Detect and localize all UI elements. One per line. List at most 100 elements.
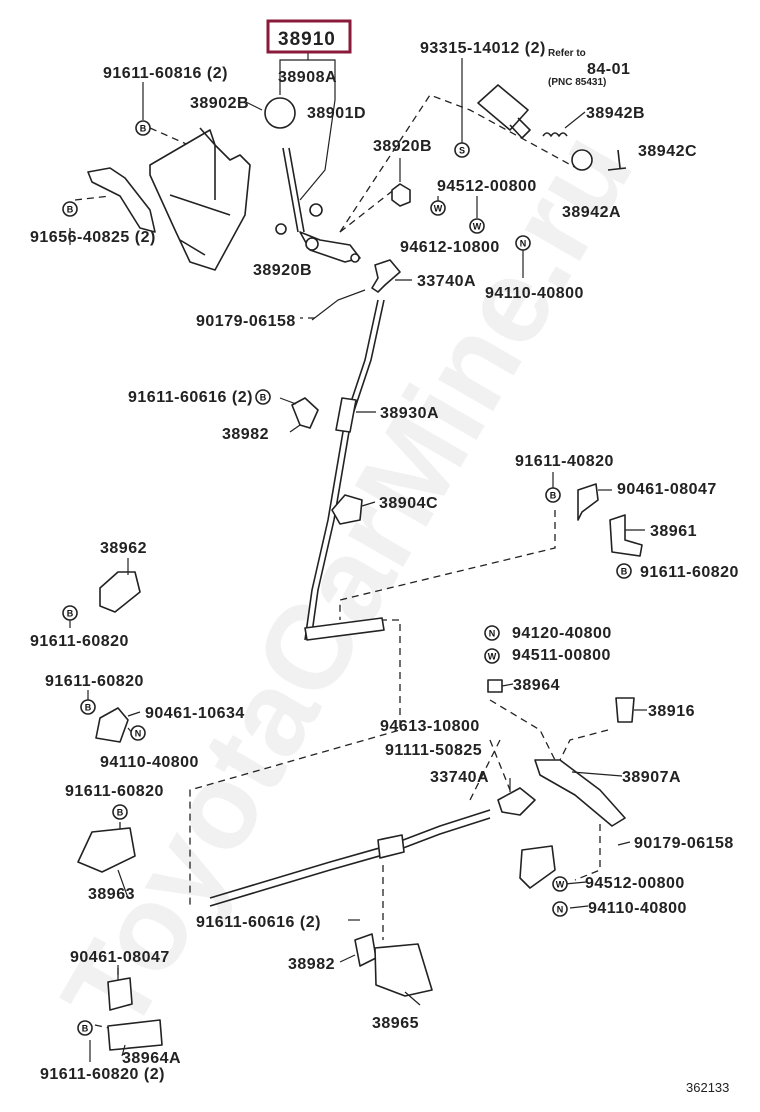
part-label[interactable]: 38964 xyxy=(513,677,560,694)
bolt-symbol-letter: B xyxy=(67,609,74,619)
spring-symbol: S xyxy=(454,142,470,158)
refer-line-2[interactable]: 84-01 xyxy=(587,61,630,78)
part-label[interactable]: 38964A xyxy=(122,1050,181,1067)
part-label[interactable]: 91611-60820 xyxy=(65,783,164,800)
part-label[interactable]: 38901D xyxy=(307,105,366,122)
washer-symbol: W xyxy=(552,876,568,892)
cable-bushing xyxy=(391,183,411,207)
part-label[interactable]: 38942A xyxy=(562,204,621,221)
part-label[interactable]: 90179-06158 xyxy=(634,835,734,852)
part-label[interactable]: 94512-00800 xyxy=(437,178,537,195)
bushing-upper xyxy=(309,203,323,217)
bracket-38961 xyxy=(609,514,643,557)
dash-line xyxy=(339,510,556,620)
part-label[interactable]: 38907A xyxy=(622,769,681,786)
part-label[interactable]: 91611-60820 xyxy=(640,564,739,581)
washer-symbol-letter: W xyxy=(556,880,565,890)
bolt-symbol-letter: B xyxy=(85,703,92,713)
bolt-symbol-letter: B xyxy=(82,1024,89,1034)
part-label[interactable]: 38942B xyxy=(586,105,645,122)
part-label[interactable]: 38920B xyxy=(373,138,432,155)
bolt-symbol-letter: B xyxy=(260,393,267,403)
part-label[interactable]: 94511-00800 xyxy=(512,647,611,664)
part-label[interactable]: 90461-08047 xyxy=(70,949,170,966)
part-label[interactable]: 38961 xyxy=(650,523,697,540)
clip-pin xyxy=(607,149,627,171)
part-label[interactable]: 93315-14012 (2) xyxy=(420,40,546,57)
part-label[interactable]: 91611-60820 xyxy=(45,673,144,690)
part-label[interactable]: 38930A xyxy=(380,405,439,422)
part-label[interactable]: 38916 xyxy=(648,703,695,720)
part-label[interactable]: 94110-40800 xyxy=(588,900,687,917)
washer-symbol-letter: W xyxy=(488,652,497,662)
part-label[interactable]: 90461-10634 xyxy=(145,705,245,722)
nut-symbol-letter: N xyxy=(135,729,142,739)
part-label[interactable]: 94612-10800 xyxy=(400,239,500,256)
nut-symbol: N xyxy=(484,625,500,641)
part-label[interactable]: 94110-40800 xyxy=(100,754,199,771)
leader xyxy=(311,289,366,321)
part-label[interactable]: 38908A xyxy=(278,69,337,86)
bolt-symbol: B xyxy=(80,699,96,715)
bracket-90461 xyxy=(95,707,129,743)
bolt-symbol: B xyxy=(62,201,78,217)
part-label[interactable]: 91611-60616 (2) xyxy=(196,914,321,931)
bolt-symbol-letter: B xyxy=(550,491,557,501)
spring-symbol-letter: S xyxy=(459,146,465,156)
part-label[interactable]: 38942C xyxy=(638,143,697,160)
shift-cable xyxy=(304,299,379,641)
bolt-symbol: B xyxy=(112,804,128,820)
bolt-symbol: B xyxy=(545,487,561,503)
leader xyxy=(289,424,301,433)
part-label[interactable]: 91656-40825 (2) xyxy=(30,229,156,246)
part-label[interactable]: 91611-60616 (2) xyxy=(128,389,253,406)
part-label[interactable]: 91611-60820 (2) xyxy=(40,1066,165,1083)
refer-line-3: (PNC 85431) xyxy=(548,77,606,88)
bolt-symbol-letter: B xyxy=(621,567,628,577)
control-lever xyxy=(534,759,626,827)
shift-cable-outline xyxy=(310,299,385,641)
grommet xyxy=(331,494,363,525)
bolt-symbol: B xyxy=(135,120,151,136)
part-label[interactable]: 38982 xyxy=(222,426,269,443)
part-label[interactable]: 91611-60816 (2) xyxy=(103,65,228,82)
leader xyxy=(117,869,129,899)
dash-line xyxy=(74,195,111,201)
leader-38910 xyxy=(279,52,336,201)
part-label[interactable]: 94110-40800 xyxy=(485,285,584,302)
part-label[interactable]: 38965 xyxy=(372,1015,419,1032)
dash-line xyxy=(559,729,609,761)
washer-symbol: W xyxy=(430,200,446,216)
part-label[interactable]: 33740A xyxy=(430,769,489,786)
part-label[interactable]: 38902B xyxy=(190,95,249,112)
part-label[interactable]: 94613-10800 xyxy=(380,718,480,735)
part-label[interactable]: 91611-40820 xyxy=(515,453,614,470)
lever-bushing xyxy=(305,237,319,251)
leader xyxy=(404,991,421,1006)
part-label[interactable]: 94120-40800 xyxy=(512,625,612,642)
bracket-arm xyxy=(87,167,156,233)
dash-line xyxy=(189,619,401,908)
highlight-box xyxy=(266,19,352,54)
leader xyxy=(245,101,263,111)
spring xyxy=(542,132,568,137)
part-label[interactable]: 38982 xyxy=(288,956,335,973)
part-label[interactable]: 38963 xyxy=(88,886,135,903)
part-label[interactable]: 38920B xyxy=(253,262,312,279)
part-label[interactable]: 90179-06158 xyxy=(196,313,296,330)
solenoid-body xyxy=(477,84,529,131)
part-label[interactable]: 38904C xyxy=(379,495,438,512)
part-label[interactable]: 38962 xyxy=(100,540,147,557)
clip-90461 xyxy=(107,977,133,1011)
part-label[interactable]: 91611-60820 xyxy=(30,633,129,650)
part-label[interactable]: 94512-00800 xyxy=(585,875,685,892)
leader xyxy=(617,841,631,846)
part-label[interactable]: 33740A xyxy=(417,273,476,290)
part-label[interactable]: 91111-50825 xyxy=(385,742,482,759)
solenoid-plunger xyxy=(509,117,531,139)
leader xyxy=(571,771,623,777)
bolt-symbol: B xyxy=(77,1020,93,1036)
part-label[interactable]: 90461-08047 xyxy=(617,481,717,498)
part-label-38910[interactable]: 38910 xyxy=(278,29,336,50)
